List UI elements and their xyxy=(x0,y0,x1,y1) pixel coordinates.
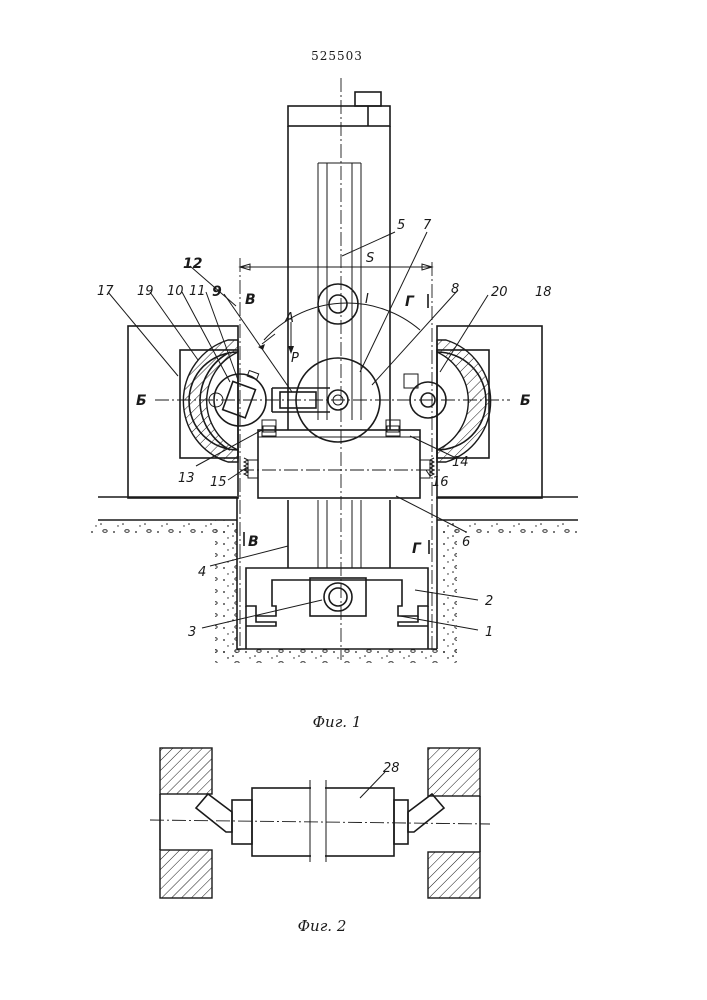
left-housing xyxy=(128,326,266,498)
label-9: 9 xyxy=(212,284,222,300)
letter-p: P xyxy=(291,351,299,366)
letter-b-left: Б xyxy=(136,393,147,409)
label-18: 18 xyxy=(535,285,552,300)
label-19: 19 xyxy=(137,284,154,299)
label-11: 11 xyxy=(189,284,206,299)
label-12: 12 xyxy=(183,256,202,272)
letter-i: I xyxy=(365,292,369,307)
label-4: 4 xyxy=(198,565,206,580)
label-17: 17 xyxy=(97,284,114,299)
base-bracket xyxy=(246,568,428,649)
lower-column xyxy=(288,500,390,568)
letter-g-top: Г xyxy=(405,294,415,310)
letter-v-top: В xyxy=(245,292,256,308)
label-16: 16 xyxy=(432,475,449,490)
letter-b-right: Б xyxy=(520,393,531,409)
letter-s: S xyxy=(366,251,374,266)
label-5: 5 xyxy=(397,218,405,233)
label-15: 15 xyxy=(210,475,227,490)
patent-number: 525503 xyxy=(311,49,363,63)
right-housing xyxy=(404,326,542,498)
floor-level xyxy=(90,497,579,535)
letter-a: A xyxy=(284,311,294,326)
label-2: 2 xyxy=(485,594,493,609)
letter-v-bottom: В xyxy=(248,534,259,550)
label-1: 1 xyxy=(485,625,493,640)
label-20: 20 xyxy=(491,285,508,300)
label-7: 7 xyxy=(423,218,432,233)
leader-lines xyxy=(108,232,488,630)
figure-2: 28 Фиг. 2 xyxy=(150,748,490,935)
figure-1-caption: Фиг. 1 xyxy=(313,713,362,731)
figure-2-caption: Фиг. 2 xyxy=(298,917,347,935)
dimension-s xyxy=(240,264,432,270)
label-8: 8 xyxy=(451,282,459,297)
label-6: 6 xyxy=(462,535,470,550)
label-28: 28 xyxy=(383,761,400,776)
carriage xyxy=(244,420,434,498)
letter-g-bottom: Г xyxy=(412,541,422,557)
figure-1: 5 7 8 20 18 17 19 10 11 12 9 13 15 14 16… xyxy=(90,78,579,731)
label-14: 14 xyxy=(452,455,469,470)
label-3: 3 xyxy=(188,625,196,640)
label-10: 10 xyxy=(167,284,184,299)
label-13: 13 xyxy=(178,471,195,486)
